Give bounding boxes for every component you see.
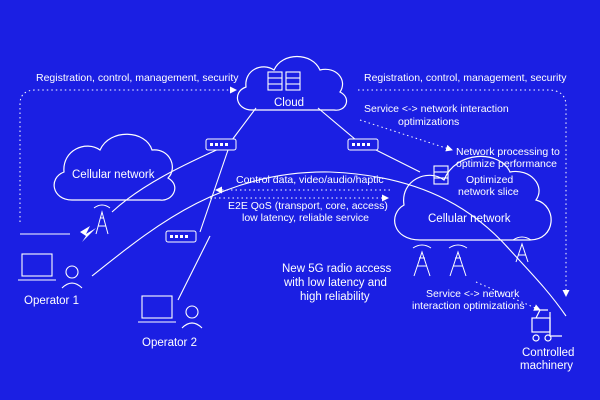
control-data-label: Control data, video/audio/haptic xyxy=(236,174,384,186)
service-bottom-label-2: interaction optimizations xyxy=(412,300,525,312)
person-icon-operator1 xyxy=(61,265,83,289)
slice-label-1: Optimized xyxy=(466,174,514,186)
cellular-left-label: Cellular network xyxy=(72,169,155,181)
main-control-curve xyxy=(91,171,567,317)
registration-right-link xyxy=(358,89,570,297)
radio-access-label-3: high reliability xyxy=(300,291,370,303)
router-icon-middle xyxy=(165,230,197,243)
link-right-router-to-cellular xyxy=(371,147,421,173)
cloud-label: Cloud xyxy=(274,97,305,109)
radio-access-label-2: with low latency and xyxy=(284,277,387,289)
operator2-label: Operator 2 xyxy=(142,337,197,349)
service-top-label-1: Service <-> network interaction xyxy=(364,103,509,115)
laptop-icon-operator1 xyxy=(18,253,56,281)
cloud-top-shape xyxy=(236,56,348,111)
router-icon-right xyxy=(347,138,379,151)
operator1-label: Operator 1 xyxy=(24,295,79,307)
machinery-label-2: machinery xyxy=(520,360,574,372)
link-cloud-to-left-router xyxy=(231,107,257,141)
cell-tower-icon-left xyxy=(93,204,111,235)
person-icon-operator2 xyxy=(181,305,203,329)
server-icon xyxy=(267,71,301,91)
link-left-router-down xyxy=(199,149,229,233)
registration-right-label: Registration, control, management, secur… xyxy=(364,72,567,84)
router-icon-left xyxy=(205,138,237,151)
link-operator2-to-router xyxy=(177,235,211,301)
service-top-label-2: optimizations xyxy=(398,116,460,128)
cell-tower-icon-2 xyxy=(448,244,468,277)
e2e-qos-label-1: E2E QoS (transport, core, access) xyxy=(228,200,388,212)
network-processing-label-2: optimize performance xyxy=(456,158,557,170)
slice-label-2: network slice xyxy=(458,186,519,198)
service-bottom-label-1: Service <-> network xyxy=(426,288,520,300)
laptop-icon-operator2 xyxy=(138,295,176,323)
machinery-label-1: Controlled xyxy=(522,347,575,359)
cellular-right-label: Cellular network xyxy=(428,213,511,225)
server-icon-slice xyxy=(433,165,449,185)
cloud-left-shape xyxy=(53,133,176,201)
network-processing-label-1: Network processing to xyxy=(456,146,560,158)
radio-access-label-1: New 5G radio access xyxy=(282,263,392,275)
link-left-router-to-operator1 xyxy=(111,143,231,213)
cell-tower-icon-3 xyxy=(512,236,532,263)
cell-tower-icon-1 xyxy=(412,244,432,277)
cloud-right-shape xyxy=(394,155,552,241)
e2e-qos-label-2: low latency, reliable service xyxy=(242,212,370,224)
registration-left-link xyxy=(19,86,237,222)
registration-left-label: Registration, control, management, secur… xyxy=(36,72,239,84)
lightning-icon xyxy=(80,226,96,242)
forklift-icon xyxy=(531,309,562,342)
link-cloud-to-right-router xyxy=(317,107,357,141)
